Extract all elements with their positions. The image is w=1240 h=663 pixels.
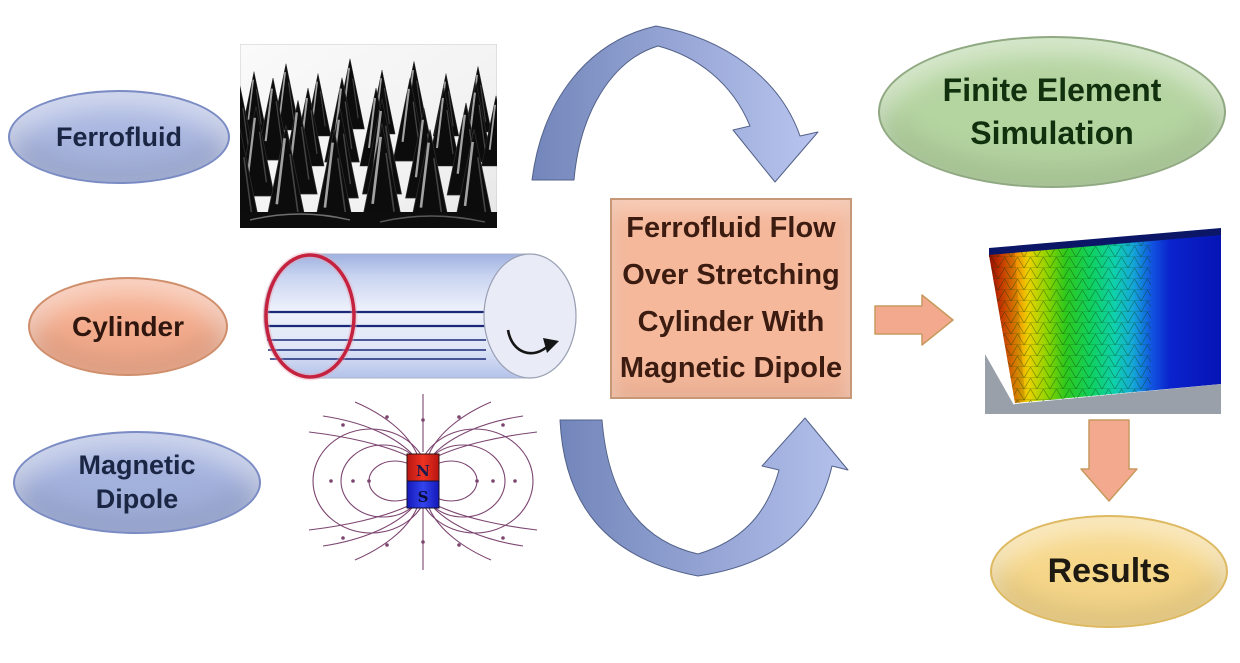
node-fem-line1: Finite Element (942, 71, 1162, 108)
problem-line3: Cylinder With (637, 305, 825, 338)
node-magnetic-dipole: Magnetic Dipole (13, 431, 261, 534)
magnet-south-pole (406, 480, 440, 509)
node-results-label: Results (1047, 552, 1171, 590)
arrow-simulation-to-results (1080, 419, 1138, 502)
node-fem-line2: Simulation (970, 115, 1134, 151)
field-line-arrow-dots (329, 415, 517, 547)
cylinder-right-cap (483, 253, 577, 379)
magnet-north-pole (406, 453, 440, 482)
ferrofluid-photo (240, 44, 497, 228)
sim-mesh-overlay (989, 241, 1151, 403)
node-ferrofluid-label: Ferrofluid (56, 121, 182, 152)
problem-line4: Magnetic Dipole (619, 352, 843, 385)
sim-top-edge (989, 228, 1221, 257)
node-results: Results (990, 515, 1228, 628)
magnetic-dipole-field-diagram: N S (308, 394, 538, 570)
node-finite-element-simulation: Finite Element Simulation (878, 36, 1226, 188)
magnet-south-label: S (418, 488, 429, 506)
bar-magnet: N S (406, 453, 440, 509)
fem-simulation-render (985, 224, 1221, 414)
stretching-cylinder-diagram (262, 251, 577, 381)
cylinder-streamlines (267, 310, 486, 360)
cylinder-red-ring (264, 253, 356, 379)
cylinder-rotation-arrow (506, 329, 559, 355)
problem-line2: Over Stretching (622, 258, 840, 291)
arrow-problem-to-simulation (874, 294, 954, 346)
node-cylinder-label: Cylinder (71, 310, 185, 342)
node-magnetic-dipole-line1: Magnetic (78, 449, 196, 480)
magnet-north-label: N (416, 462, 430, 480)
arrow-ferrofluid-to-problem (531, 25, 819, 183)
node-problem-statement: Ferrofluid Flow Over Stretching Cylinder… (610, 198, 852, 399)
sim-floor-left (985, 354, 1019, 414)
sim-floor-bottom (993, 384, 1221, 414)
node-ferrofluid: Ferrofluid (8, 90, 230, 184)
arrow-dipole-to-problem (559, 417, 849, 577)
problem-line1: Ferrofluid Flow (626, 211, 836, 244)
node-magnetic-dipole-line2: Dipole (95, 483, 179, 514)
node-cylinder: Cylinder (28, 277, 228, 376)
